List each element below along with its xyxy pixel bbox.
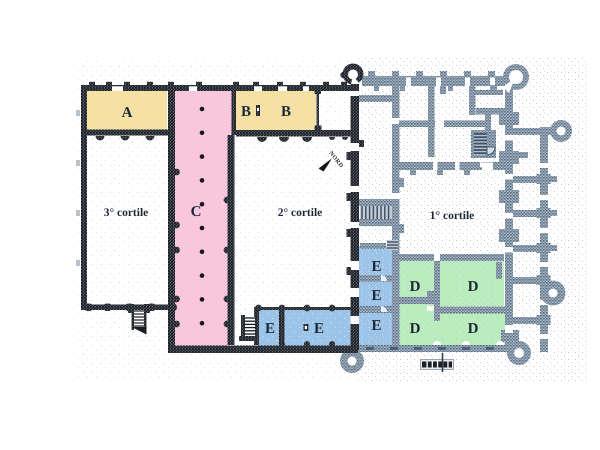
svg-text:2° cortile: 2° cortile	[278, 207, 323, 219]
svg-text:D: D	[410, 279, 421, 295]
svg-text:1° cortile: 1° cortile	[430, 210, 475, 222]
svg-text:D: D	[468, 321, 479, 337]
svg-text:C: C	[191, 204, 202, 220]
svg-text:E: E	[265, 321, 275, 337]
svg-text:B: B	[241, 104, 251, 120]
svg-text:E: E	[371, 288, 381, 304]
svg-text:A: A	[122, 105, 133, 121]
svg-text:3° cortile: 3° cortile	[104, 207, 149, 219]
svg-text:D: D	[468, 279, 479, 295]
svg-text:E: E	[371, 259, 381, 275]
svg-text:B: B	[281, 104, 291, 120]
svg-text:E: E	[371, 318, 381, 334]
svg-text:E: E	[314, 321, 324, 337]
svg-text:D: D	[410, 321, 421, 337]
